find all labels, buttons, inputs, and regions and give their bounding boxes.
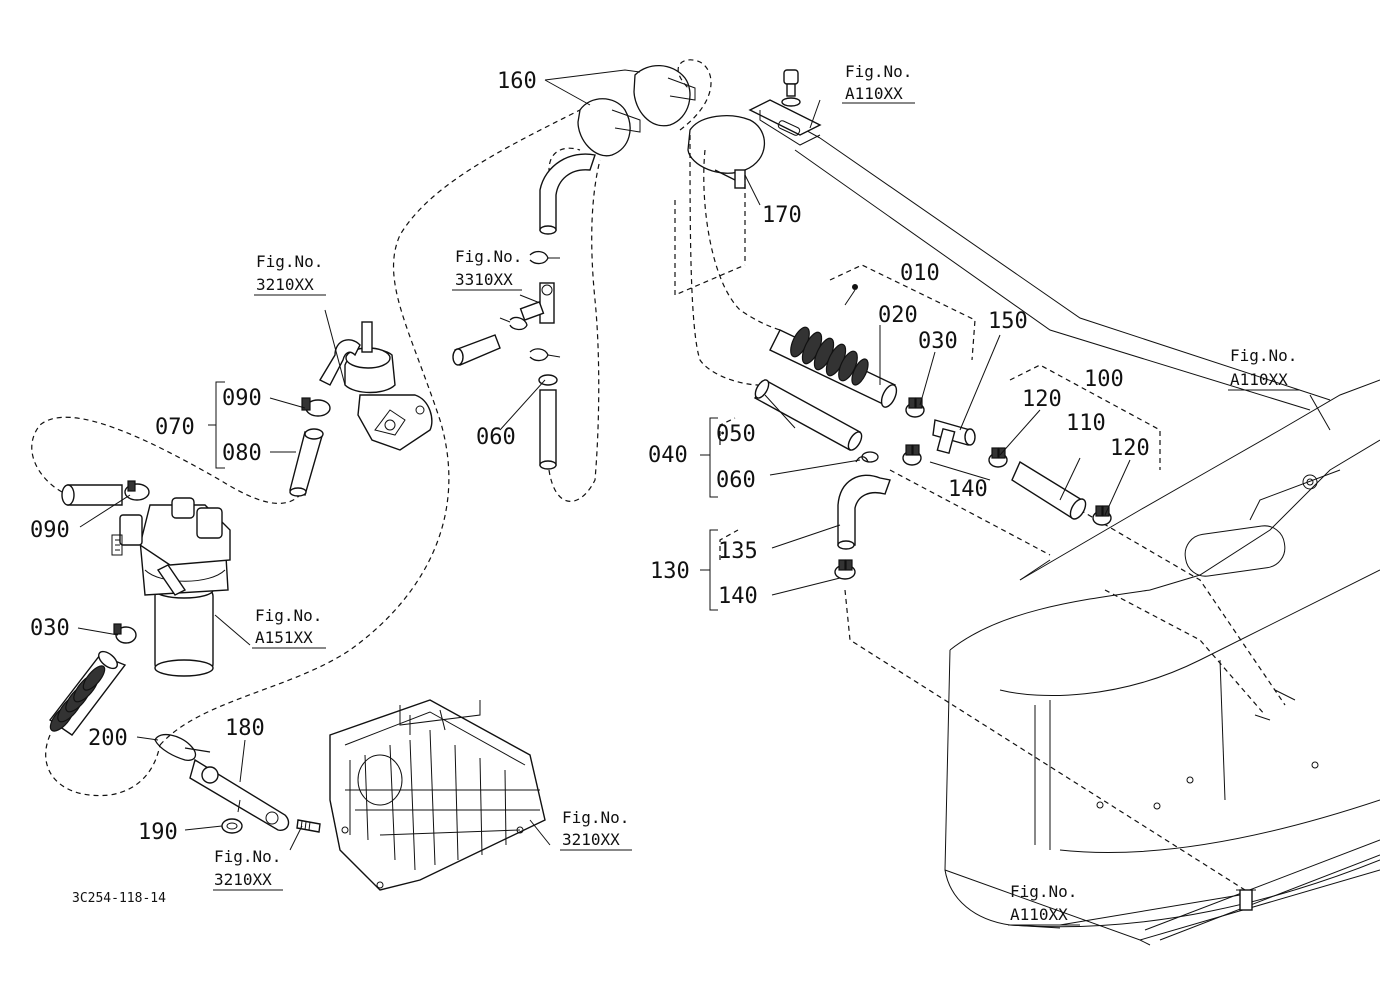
clamp-140-center: [902, 444, 922, 466]
bellows-hose-left: [48, 650, 127, 736]
transmission-case: [329, 699, 546, 891]
fig-ref-a151: A151XX: [255, 628, 313, 647]
tank-bracket: [748, 69, 822, 146]
label-150: 150: [988, 309, 1028, 334]
nut-190: [221, 818, 243, 834]
fig-ref-3310: 3310XX: [455, 270, 513, 289]
figure-references: Fig.No. A110XX Fig.No. 3310XX Fig.No. 32…: [214, 62, 1297, 924]
fig-label-3210-case: Fig.No.: [562, 808, 629, 827]
label-200: 200: [88, 726, 128, 751]
hose-upper: [539, 153, 596, 235]
label-020: 020: [878, 303, 918, 328]
fig-ref-3210-pump: 3210XX: [256, 275, 314, 294]
label-040: 040: [648, 443, 688, 468]
fig-label-a110-top: Fig.No.: [845, 62, 912, 81]
label-060-right: 060: [716, 468, 756, 493]
label-190: 190: [138, 820, 178, 845]
hose-assembly-100: [988, 447, 1112, 526]
leader-lines: [77, 69, 1331, 926]
label-090-upper: 090: [222, 386, 262, 411]
fig-label-a110-bottom: Fig.No.: [1010, 882, 1077, 901]
fig-label-3210-pump: Fig.No.: [256, 252, 323, 271]
hose-band-170: [687, 115, 766, 189]
clip-200: [154, 733, 211, 761]
label-060-center: 060: [476, 425, 516, 450]
fuel-tank: [759, 104, 1380, 946]
stud-bolt: [296, 819, 321, 833]
hose-bands-160: [577, 64, 696, 157]
fig-label-a110-right: Fig.No.: [1230, 346, 1297, 365]
label-050: 050: [716, 422, 756, 447]
label-130: 130: [650, 559, 690, 584]
hose-090-left: [61, 480, 150, 506]
tee-joint-3310: [452, 250, 561, 470]
diagram-code: 3C254-118-14: [72, 891, 166, 906]
clamp-030-center: [905, 397, 925, 418]
fig-label-a151: Fig.No.: [255, 606, 322, 625]
label-120-left: 120: [1022, 387, 1062, 412]
label-030-left: 030: [30, 616, 70, 641]
fig-ref-3210-case: 3210XX: [562, 830, 620, 849]
fig-label-3210-bottom: Fig.No.: [214, 847, 281, 866]
label-135: 135: [718, 539, 758, 564]
label-030-center: 030: [918, 329, 958, 354]
label-170: 170: [762, 203, 802, 228]
label-080: 080: [222, 441, 262, 466]
clamp-090-upper: [301, 397, 331, 417]
part-labels: 160 170 010 020 030 150 100 120 110 120 …: [30, 69, 1150, 845]
fuel-pump: [319, 321, 433, 451]
fuel-hose-assembly-010: [769, 284, 898, 408]
label-110: 110: [1066, 411, 1106, 436]
hose-050: [754, 379, 879, 463]
elbow-hose-135: [834, 474, 891, 580]
label-010: 010: [900, 261, 940, 286]
label-140-lower: 140: [718, 584, 758, 609]
label-180: 180: [225, 716, 265, 741]
fig-ref-3210-bottom: 3210XX: [214, 870, 272, 889]
bracket-180: [189, 758, 290, 831]
fig-ref-a110-bottom: A110XX: [1010, 905, 1068, 924]
fig-ref-a110-top: A110XX: [845, 84, 903, 103]
label-160: 160: [497, 69, 537, 94]
clamp-030-left: [113, 623, 137, 644]
label-070: 070: [155, 415, 195, 440]
label-100: 100: [1084, 367, 1124, 392]
fuel-lines: [31, 59, 1286, 891]
hose-080: [289, 428, 324, 497]
label-140-center: 140: [948, 477, 988, 502]
fig-ref-a110-right: A110XX: [1230, 370, 1288, 389]
fuel-filter: [111, 497, 231, 677]
label-090-left: 090: [30, 518, 70, 543]
label-120-right: 120: [1110, 436, 1150, 461]
fig-label-3310: Fig.No.: [455, 247, 522, 266]
tee-joint-150: [932, 419, 976, 455]
